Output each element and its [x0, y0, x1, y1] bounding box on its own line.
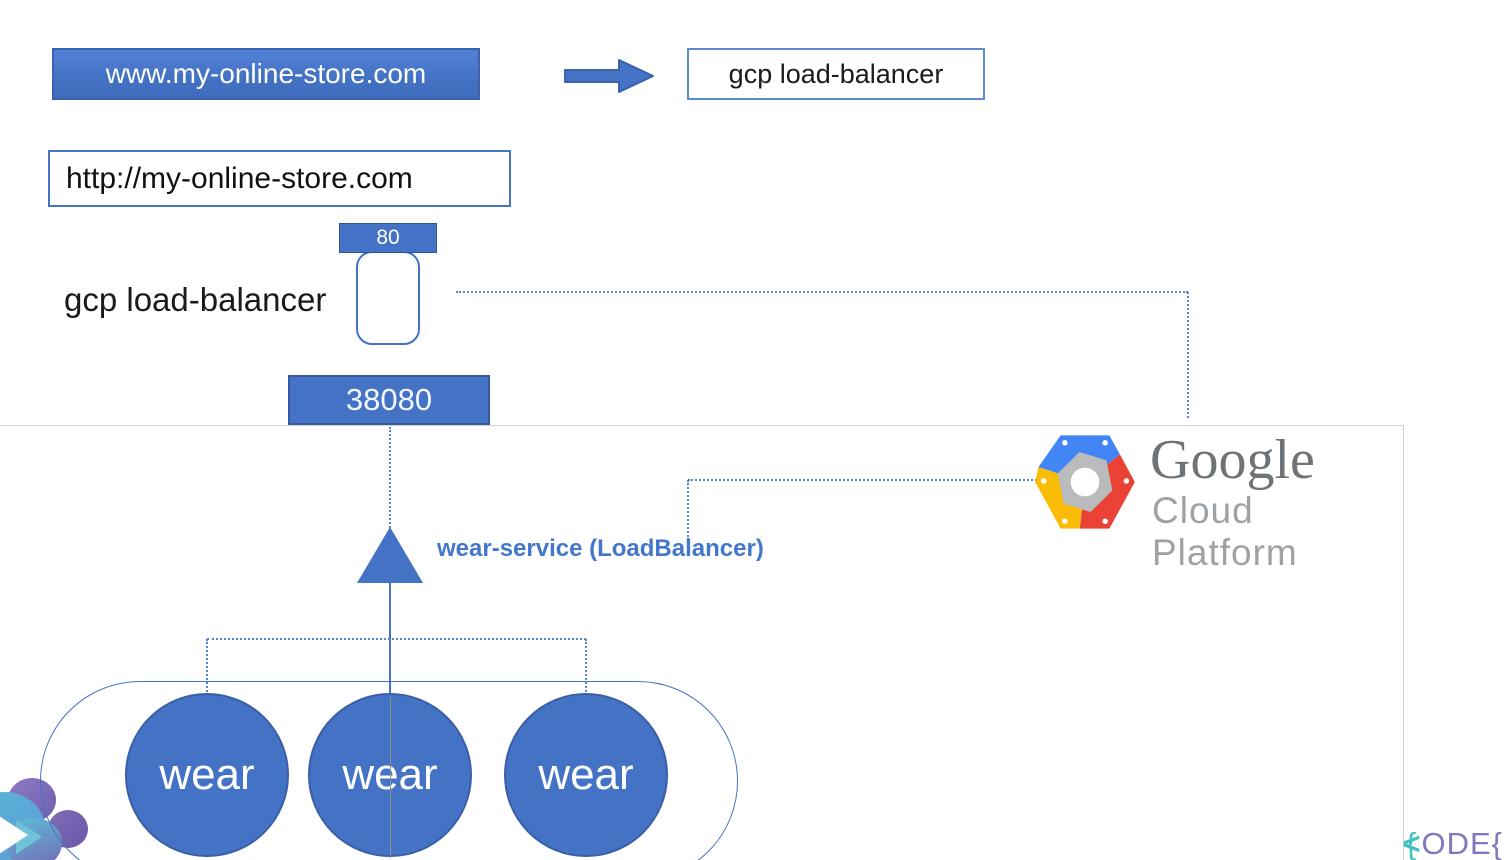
- node-port-label: 38080: [345, 382, 433, 417]
- pod1-drop-connector: [206, 639, 208, 695]
- service-to-gcp-connector-horizontal: [688, 479, 1037, 481]
- domain-name-box: www.my-online-store.com: [52, 48, 480, 100]
- lb-to-gcp-connector-vertical: [1187, 292, 1189, 418]
- play-icon: [0, 814, 28, 856]
- pods-connector-horizontal: [207, 638, 586, 640]
- google-wordmark: Google: [1150, 429, 1315, 491]
- pod2-stem-line: [390, 697, 391, 858]
- node-port-box: 38080: [288, 375, 490, 425]
- load-balancer-label: gcp load-balancer: [64, 281, 327, 318]
- kodekloud-wordmark: {<ODE{: [1402, 826, 1504, 860]
- dns-target-label: gcp load-balancer: [728, 58, 944, 89]
- port-80-box: 80: [339, 223, 437, 253]
- gcp-hexagon-icon: [1035, 435, 1135, 529]
- arrow-right-icon: [564, 59, 654, 93]
- wordmark-brace: {: [1406, 826, 1418, 860]
- pod-wear-3: wear: [504, 693, 668, 857]
- port-80-label: 80: [376, 226, 400, 249]
- dns-target-box: gcp load-balancer: [687, 48, 985, 100]
- cloud-platform-wordmark: Cloud Platform: [1152, 490, 1298, 573]
- domain-name-label: www.my-online-store.com: [105, 58, 427, 89]
- lb-to-gcp-connector-horizontal: [456, 291, 1188, 293]
- wordmark-letters: ODE: [1421, 826, 1492, 860]
- wordmark-chevron: <: [1402, 826, 1422, 860]
- wordmark-partial-brace: {: [1491, 826, 1504, 860]
- load-balancer-shape: [356, 251, 420, 345]
- google-cloud-platform-logo: Google Cloud Platform: [1032, 428, 1402, 573]
- service-to-gcp-connector-vertical: [687, 480, 689, 540]
- url-box: http://my-online-store.com: [48, 150, 511, 207]
- pod-wear-1: wear: [125, 693, 289, 857]
- pod-label: wear: [538, 750, 634, 799]
- service-triangle-icon: [357, 527, 423, 583]
- nodeport-to-service-connector: [389, 427, 391, 528]
- pod-label: wear: [159, 750, 255, 799]
- service-label: wear-service (LoadBalancer): [437, 535, 764, 562]
- pod3-drop-connector: [585, 639, 587, 695]
- url-label: http://my-online-store.com: [66, 161, 413, 195]
